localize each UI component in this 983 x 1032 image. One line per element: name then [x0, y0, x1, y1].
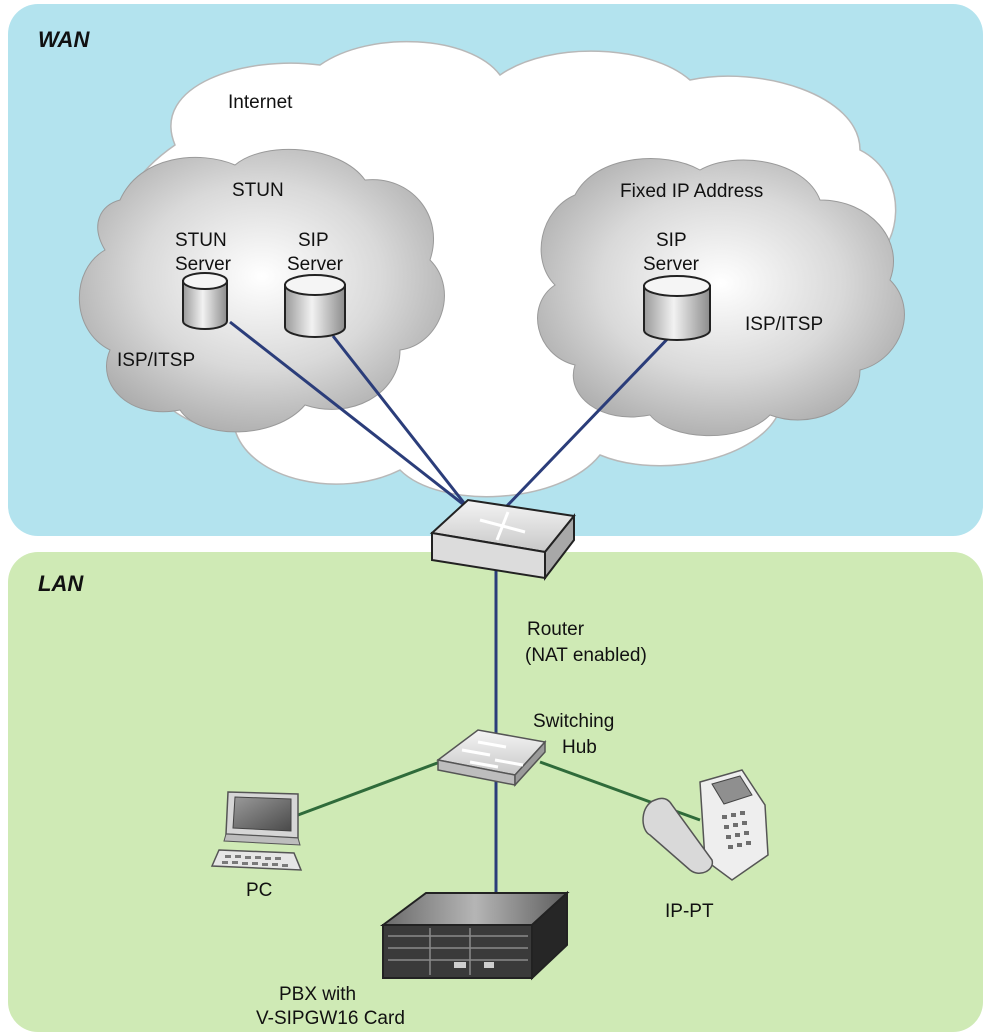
ip-pt-label: IP-PT [665, 901, 714, 922]
fixed-ip-label: Fixed IP Address [620, 181, 763, 202]
sip-server-left-label-line1: SIP [298, 230, 329, 251]
pbx-chassis-icon [379, 890, 570, 981]
internet-label: Internet [228, 92, 293, 113]
lan-label: LAN [38, 571, 84, 596]
pbx-label-line2: V-SIPGW16 Card [256, 1008, 405, 1029]
wan-links [229, 320, 678, 510]
link-hub-to-pc [297, 760, 441, 817]
pbx-label-line1: PBX with [279, 984, 356, 1005]
isp-itsp-left-label: ISP/ITSP [117, 350, 195, 371]
stun-server-label-line2: Server [175, 254, 232, 275]
database-cylinder-icon [284, 274, 346, 338]
router-label-line1: Router [527, 619, 585, 640]
link-stun-to-router [229, 320, 469, 510]
ip-phone-icon [642, 769, 769, 881]
hub-label-line2: Hub [562, 737, 597, 758]
database-cylinder-icon [182, 272, 228, 330]
pc-label: PC [246, 880, 272, 901]
router-icon [429, 498, 576, 581]
link-sip-left-to-router [331, 335, 470, 509]
sip-server-right-label-line2: Server [643, 254, 700, 275]
database-cylinder-icon [643, 275, 711, 341]
sip-server-left-label-line2: Server [287, 254, 344, 275]
link-sip-right-to-router [503, 328, 678, 510]
isp-itsp-right-label: ISP/ITSP [745, 314, 823, 335]
sip-server-right-label-line1: SIP [656, 230, 687, 251]
switching-hub-icon [436, 729, 547, 787]
stun-server-label-line1: STUN [175, 230, 227, 251]
stun-label: STUN [232, 180, 284, 201]
fixed-ip-cloud [537, 158, 905, 437]
hub-label-line1: Switching [533, 711, 614, 732]
wan-label: WAN [38, 27, 90, 52]
computer-icon [210, 791, 303, 871]
router-label-line2: (NAT enabled) [525, 645, 647, 666]
